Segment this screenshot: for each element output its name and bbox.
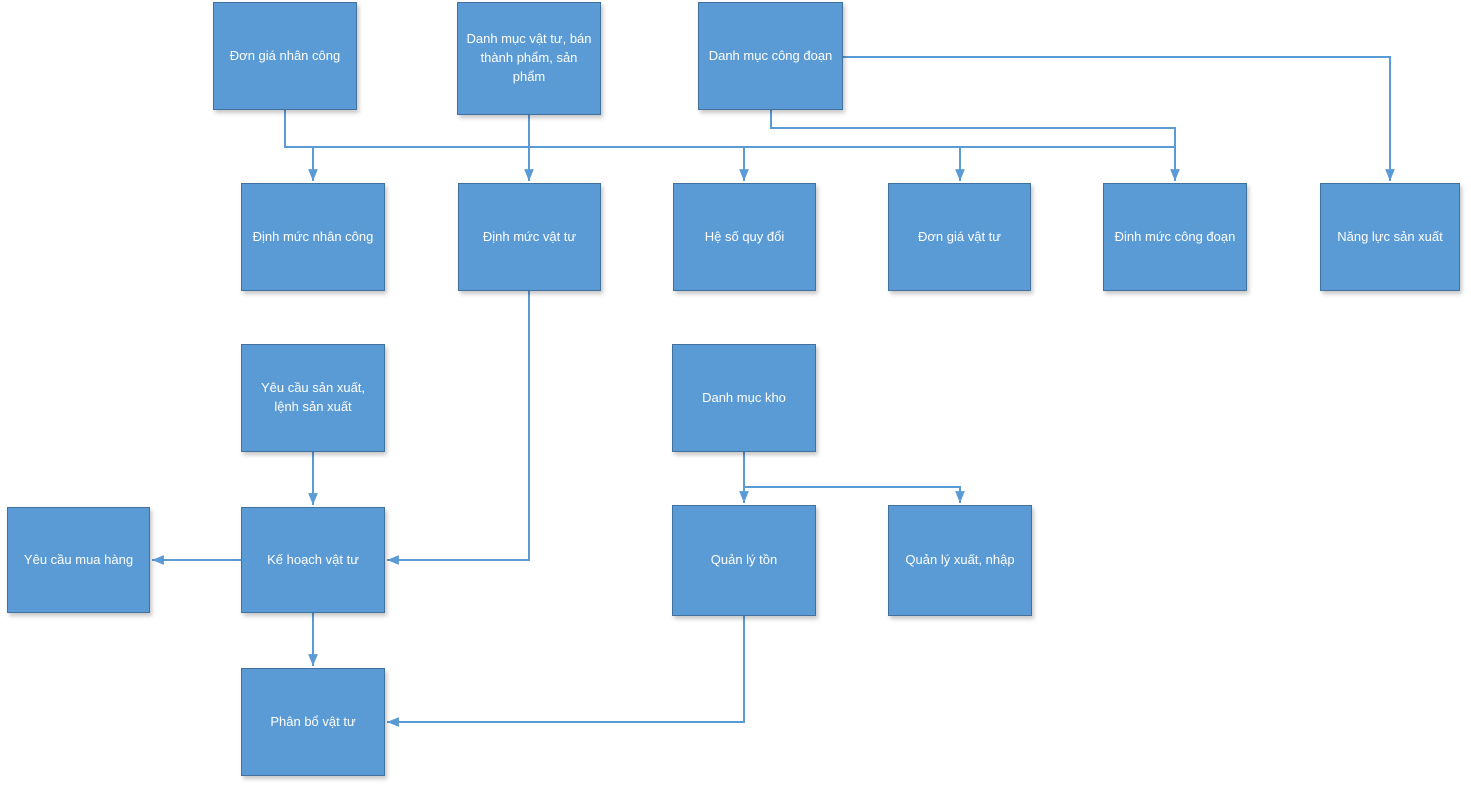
node-label: Đơn giá nhân công <box>229 47 341 63</box>
connector-danh-muc-kho-to-quan-ly-xuat-nhap <box>744 486 965 503</box>
node-label: Năng lực sản xuất <box>1337 228 1443 244</box>
connector-danh-muc-cong-doan-to-nang-luc-san-xuat <box>843 56 1395 181</box>
node-yeu-cau-san-xuat[interactable]: Yêu cầu sản xuất, lệnh sản xuất <box>241 344 385 452</box>
node-dinh-muc-cong-doan[interactable]: Đinh mức công đoạn <box>1103 183 1247 291</box>
node-dinh-muc-nhan-cong[interactable]: Định mức nhân công <box>241 183 385 291</box>
connector-quan-ly-ton-to-phan-bo-vat-tu <box>387 616 745 727</box>
node-label: Đơn giá vật tư <box>918 228 1001 244</box>
node-nang-luc-san-xuat[interactable]: Năng lực sản xuất <box>1320 183 1460 291</box>
node-label: Hệ số quy đổi <box>704 228 785 244</box>
node-ke-hoach-vat-tu[interactable]: Kế hoạch vật tư <box>241 507 385 613</box>
node-label: Định mức vật tư <box>482 228 577 244</box>
connector-dinh-muc-vat-tu-to-ke-hoach-vat-tu <box>387 291 530 565</box>
node-label: Phân bổ vật tư <box>270 713 356 729</box>
node-label: Định mức nhân công <box>252 228 374 244</box>
node-label: Đinh mức công đoạn <box>1114 228 1236 244</box>
connector-bus-don-gia-nhan-cong <box>284 110 1175 148</box>
node-label: Kế hoạch vật tư <box>267 551 359 567</box>
node-don-gia-nhan-cong[interactable]: Đơn giá nhân công <box>213 2 357 110</box>
node-label: Yêu cầu sản xuất, lệnh sản xuất <box>260 380 366 414</box>
node-danh-muc-kho[interactable]: Danh mục kho <box>672 344 816 452</box>
node-he-so-quy-doi[interactable]: Hệ số quy đổi <box>673 183 816 291</box>
node-label: Danh mục vật tư, bán thành phẩm, sản phẩ… <box>466 31 592 84</box>
node-quan-ly-xuat-nhap[interactable]: Quản lý xuất, nhập <box>888 505 1032 616</box>
node-don-gia-vat-tu[interactable]: Đơn giá vật tư <box>888 183 1031 291</box>
node-label: Danh mục kho <box>702 389 786 405</box>
node-label: Quản lý xuất, nhập <box>905 552 1015 568</box>
node-danh-muc-cong-doan[interactable]: Danh mục công đoạn <box>698 2 843 110</box>
connector-danh-muc-cong-doan-to-dinh-muc-cong-doan <box>770 110 1180 181</box>
node-dinh-muc-vat-tu[interactable]: Định mức vật tư <box>458 183 601 291</box>
node-danh-muc-vat-tu[interactable]: Danh mục vật tư, bán thành phẩm, sản phẩ… <box>457 2 601 115</box>
node-yeu-cau-mua-hang[interactable]: Yêu cầu mua hàng <box>7 507 150 613</box>
node-label: Quản lý tồn <box>710 552 778 568</box>
node-quan-ly-ton[interactable]: Quản lý tồn <box>672 505 816 616</box>
node-phan-bo-vat-tu[interactable]: Phân bổ vật tư <box>241 668 385 776</box>
node-label: Danh mục công đoạn <box>708 47 833 63</box>
node-label: Yêu cầu mua hàng <box>23 551 134 567</box>
